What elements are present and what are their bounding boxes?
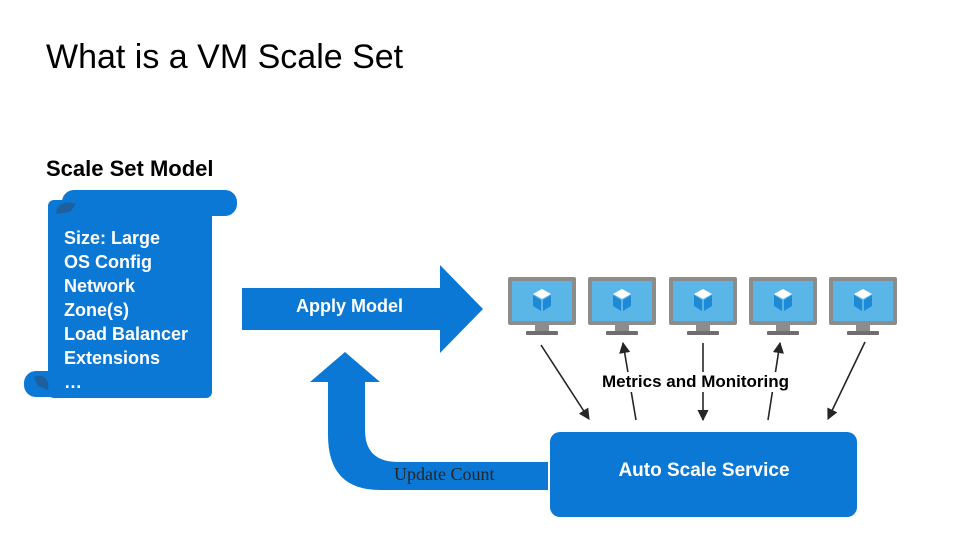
vm-monitor-icon — [588, 277, 656, 335]
scale-set-model-scroll — [24, 190, 237, 398]
vm-monitor-icon — [508, 277, 576, 335]
metrics-monitoring-label: Metrics and Monitoring — [600, 372, 791, 392]
model-property-load-balancer: Load Balancer — [64, 324, 189, 344]
auto-scale-service-label: Auto Scale Service — [618, 460, 790, 481]
apply-model-label: Apply Model — [296, 296, 403, 316]
model-property-network: Network — [64, 276, 136, 296]
vm-monitor-icon — [829, 277, 897, 335]
model-property-extensions: Extensions — [64, 348, 161, 368]
vm-monitor-icon — [749, 277, 817, 335]
model-property-zones: Zone(s) — [64, 300, 129, 320]
vm-instances — [508, 277, 897, 335]
model-property-size: Size: Large — [64, 228, 161, 248]
vm1-to-service-arrow — [540, 344, 590, 420]
auto-scale-service-box — [550, 432, 857, 517]
update-count-label: Update Count — [394, 464, 495, 484]
apply-model-arrow — [242, 265, 483, 353]
slide-title: What is a VM Scale Set — [46, 38, 404, 76]
update-count-arrow — [310, 352, 548, 490]
vm-monitor-icon — [669, 277, 737, 335]
scale-set-model-heading: Scale Set Model — [46, 156, 214, 181]
vm5-to-service-arrow — [827, 341, 866, 421]
model-property-ellipsis: … — [64, 372, 82, 392]
model-properties-list: Size: Large OS Config Network Zone(s) Lo… — [64, 226, 214, 394]
model-property-os-config: OS Config — [64, 252, 152, 272]
